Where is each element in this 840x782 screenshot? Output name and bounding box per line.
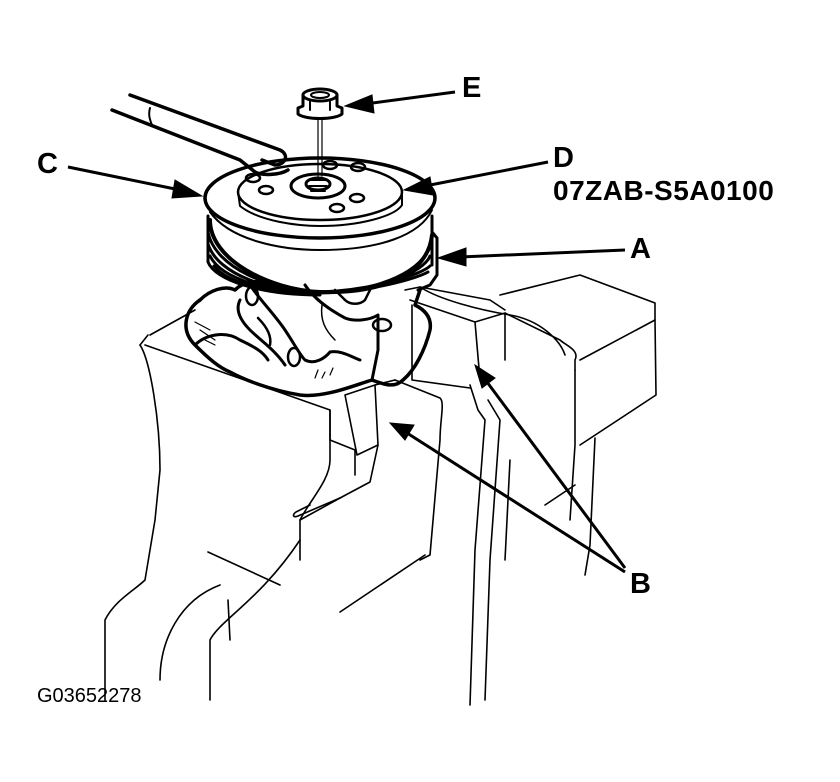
water-pump — [184, 279, 433, 398]
pulley-holder-tool — [110, 93, 290, 177]
callout-label-a: A — [630, 233, 651, 265]
callout-label-e: E — [462, 72, 482, 104]
figure-id: G03652278 — [37, 685, 142, 707]
bench-vise — [104, 274, 657, 706]
pulley — [203, 156, 439, 297]
callout-arrows — [67, 90, 627, 574]
callout-label-b: B — [630, 568, 651, 600]
flange-bolt — [296, 87, 344, 177]
callout-label-d: D — [553, 142, 574, 174]
tool-part-number: 07ZAB-S5A0100 — [553, 175, 775, 206]
callout-label-c: C — [37, 148, 58, 180]
